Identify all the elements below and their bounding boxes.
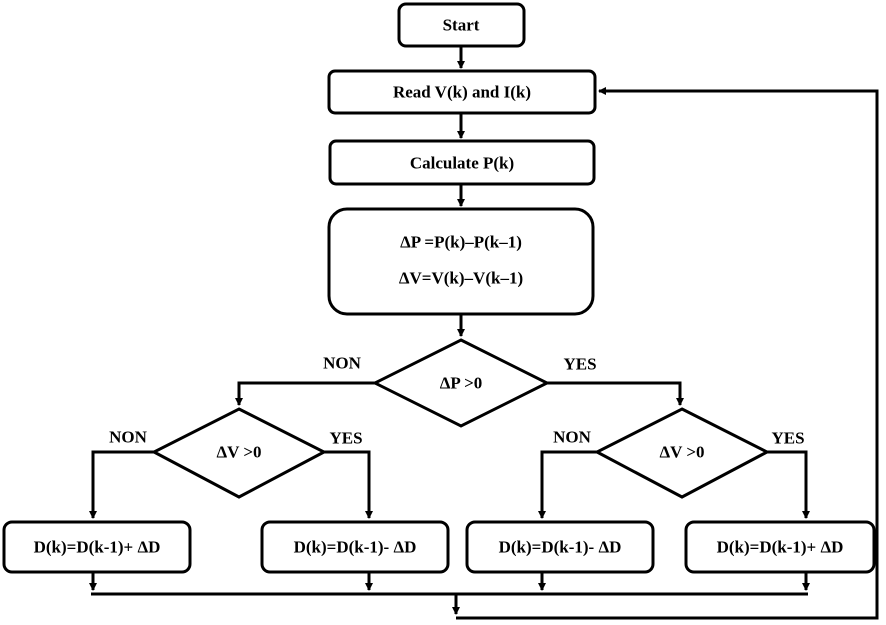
out1-label: D(k)=D(k-1)+ ΔD bbox=[34, 538, 161, 557]
decision-dp: ΔP >0 bbox=[371, 338, 551, 428]
connectors bbox=[89, 46, 879, 620]
decision-dv-right: ΔV >0 bbox=[593, 407, 771, 499]
arrow-dvl-no bbox=[89, 450, 154, 519]
dvr-no-label: NON bbox=[553, 428, 592, 447]
feedback-loop bbox=[456, 87, 879, 620]
node-start: Start bbox=[397, 2, 526, 48]
decision-dv-left: ΔV >0 bbox=[150, 407, 328, 499]
node-out3: D(k)=D(k-1)- ΔD bbox=[465, 520, 655, 574]
node-out2: D(k)=D(k-1)- ΔD bbox=[260, 520, 450, 574]
read-label: Read V(k) and I(k) bbox=[393, 83, 531, 102]
out4-label: D(k)=D(k-1)+ ΔD bbox=[717, 538, 844, 557]
calc-label: Calculate P(k) bbox=[410, 154, 514, 173]
start-label: Start bbox=[443, 16, 480, 35]
arrow-dvr-no bbox=[538, 450, 597, 519]
arrow-dp-no bbox=[235, 381, 375, 406]
arrow-dp-yes bbox=[547, 381, 684, 406]
dvl-yes-label: YES bbox=[329, 429, 362, 448]
arrow-dvr-yes bbox=[767, 450, 810, 519]
out2-label: D(k)=D(k-1)- ΔD bbox=[294, 538, 417, 557]
dp-yes-label: YES bbox=[563, 355, 596, 374]
delta-p-label: ΔP =P(k)–P(k–1) bbox=[400, 233, 522, 252]
dvl-no-label: NON bbox=[109, 428, 148, 447]
dvr-decision-label: ΔV >0 bbox=[659, 443, 704, 462]
node-delta: ΔP =P(k)–P(k–1) ΔV=V(k)–V(k–1) bbox=[327, 207, 595, 316]
out3-label: D(k)=D(k-1)- ΔD bbox=[499, 538, 622, 557]
node-out1: D(k)=D(k-1)+ ΔD bbox=[2, 520, 192, 574]
arrow-dvl-yes bbox=[324, 450, 373, 519]
node-calc: Calculate P(k) bbox=[328, 139, 596, 186]
branch-labels: NON YES NON YES NON YES bbox=[109, 354, 804, 448]
dvl-decision-label: ΔV >0 bbox=[216, 443, 261, 462]
delta-v-label: ΔV=V(k)–V(k–1) bbox=[399, 269, 523, 288]
node-read: Read V(k) and I(k) bbox=[327, 69, 597, 115]
dp-decision-label: ΔP >0 bbox=[440, 374, 483, 393]
dvr-yes-label: YES bbox=[771, 429, 804, 448]
dp-no-label: NON bbox=[323, 354, 362, 373]
node-out4: D(k)=D(k-1)+ ΔD bbox=[684, 520, 876, 574]
